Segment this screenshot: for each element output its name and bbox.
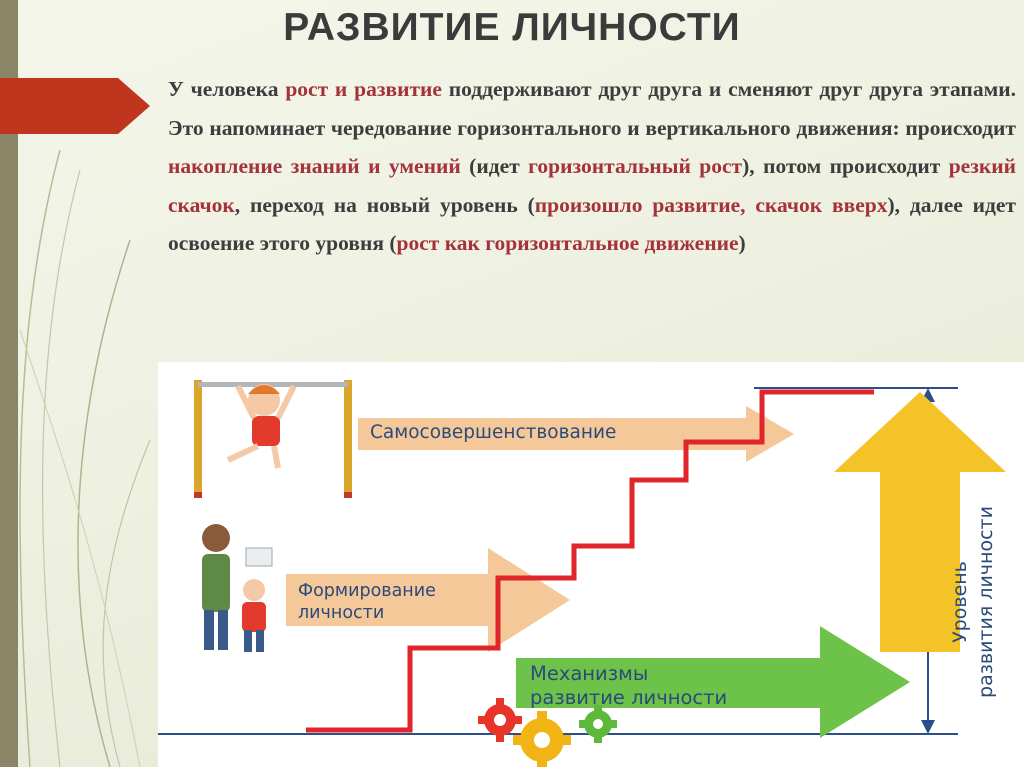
development-staircase	[306, 389, 874, 733]
mechanisms-arrow	[516, 626, 910, 738]
gear-icon-yellow	[513, 711, 571, 767]
adult-and-child-illustration	[202, 524, 273, 652]
self-improvement-label: Самосовершенствование	[370, 422, 617, 443]
formation-label: Формирование личности	[298, 580, 436, 624]
left-accent-strip	[0, 0, 18, 767]
gear-icon-green	[579, 705, 617, 743]
text-run: )	[738, 231, 746, 255]
text-run: ), потом происходит	[742, 154, 949, 178]
body-paragraph: У человека рост и развитие поддерживают …	[168, 70, 1016, 263]
mechanisms-label-line1: Механизмы	[530, 662, 649, 685]
highlight-development-jump: произошло развитие, скачок вверх	[534, 192, 888, 217]
development-diagram: Самосовершенствование Формирование лично…	[158, 362, 1024, 767]
axis-arrowhead-down	[921, 720, 935, 734]
text-run: У человека	[168, 77, 286, 101]
highlight-accumulation: накопление знаний и умений	[168, 154, 461, 178]
vertical-label-line1: Уровень	[949, 561, 971, 643]
text-run: (идет	[460, 154, 529, 178]
mechanisms-label: Механизмы развитие личности	[530, 662, 727, 710]
slide-title: РАЗВИТИЕ ЛИЧНОСТИ	[283, 6, 741, 49]
red-pointer-tab	[0, 78, 150, 134]
mechanisms-label-line2: развитие личности	[530, 686, 728, 709]
text-run: ), далее идет освоение этого уровня (	[168, 192, 1016, 256]
text-run: поддерживают друг друга и сменяют друг д…	[168, 77, 1016, 140]
formation-label-line1: Формирование	[298, 581, 436, 601]
highlight-horizontal-movement: рост как горизонтальное движение	[396, 231, 739, 255]
level-up-arrow	[834, 392, 1006, 652]
highlight-growth-development: рост и развитие	[285, 77, 442, 101]
formation-label-line2: личности	[298, 603, 385, 623]
gear-icon-red	[478, 698, 522, 742]
highlight-sharp-jump: резкий скачок	[168, 154, 1017, 217]
vertical-label-line2: развития личности	[975, 506, 997, 698]
text-run: , переход на новый уровень (	[234, 192, 535, 217]
highlight-horizontal-growth: горизонтальный рост	[528, 154, 743, 178]
development-level-label-text: Уровень развития личности	[947, 506, 999, 698]
child-on-bar-illustration	[194, 380, 352, 498]
